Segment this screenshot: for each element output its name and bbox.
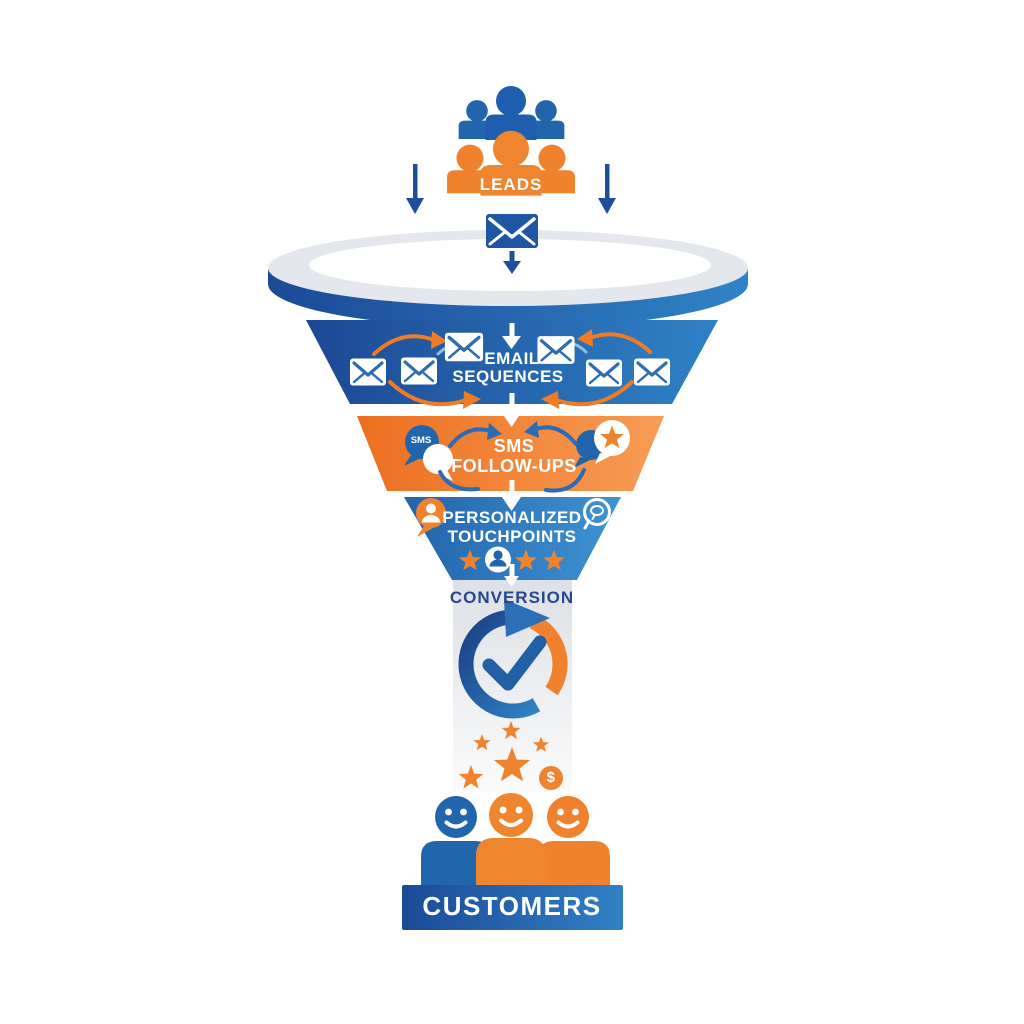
checkmark-icon bbox=[482, 635, 547, 691]
customers-label: CUSTOMERS bbox=[422, 891, 602, 921]
sms-followups-label-line2: FOLLOW-UPS bbox=[451, 456, 577, 476]
email-envelope-icon bbox=[584, 357, 624, 389]
leads-envelope-icon bbox=[486, 214, 538, 248]
flow-arrow-icons bbox=[502, 323, 521, 587]
customers-group-icon bbox=[402, 793, 623, 930]
star-chat-bubble-icon bbox=[574, 420, 630, 468]
side-arrow-left-icon bbox=[406, 164, 424, 214]
leads-label: LEADS bbox=[479, 175, 543, 194]
dollar-sign-label: $ bbox=[546, 769, 556, 786]
sms-chat-bubble-icon bbox=[404, 425, 453, 481]
customers-banner bbox=[402, 885, 623, 930]
dollar-coin-icon bbox=[539, 766, 563, 790]
personalized-label-line1: PERSONALIZED bbox=[442, 508, 582, 527]
email-envelope-icon bbox=[348, 356, 388, 388]
curved-arrow-icon bbox=[372, 332, 652, 407]
leads-down-arrow-icon bbox=[503, 251, 521, 274]
smiley-customer-icon bbox=[476, 793, 546, 885]
chat-outline-bubble-icon bbox=[583, 498, 611, 530]
email-envelope-icon bbox=[399, 355, 439, 387]
email-band bbox=[306, 320, 718, 409]
curved-arrow-icon bbox=[438, 425, 586, 493]
curved-arrow-heads bbox=[487, 421, 539, 440]
conversion-label: CONVERSION bbox=[449, 588, 575, 607]
email-sequences-label-line2: SEQUENCES bbox=[452, 367, 564, 386]
email-envelope-icon bbox=[632, 356, 672, 388]
conversion-stem bbox=[453, 580, 572, 792]
email-envelope-icon bbox=[443, 330, 485, 364]
email-envelope-icon bbox=[535, 334, 577, 366]
curved-arrow-heads bbox=[431, 329, 593, 409]
email-sequences-label-line1: EMAIL bbox=[484, 349, 540, 368]
person-circle-icon bbox=[485, 546, 511, 573]
sms-band bbox=[357, 416, 664, 493]
smiley-customer-icon bbox=[538, 796, 610, 885]
personalized-label-line2: TOUCHPOINTS bbox=[447, 527, 577, 546]
smiley-customer-icon bbox=[421, 796, 491, 885]
conversion-cycle-icon bbox=[458, 599, 568, 719]
person-bubble-icon bbox=[416, 498, 446, 537]
personalized-band bbox=[404, 497, 621, 580]
sms-followups-label-line1: SMS bbox=[493, 436, 535, 456]
sms-bubble-label: SMS bbox=[410, 435, 432, 446]
side-arrow-right-icon bbox=[598, 164, 616, 214]
